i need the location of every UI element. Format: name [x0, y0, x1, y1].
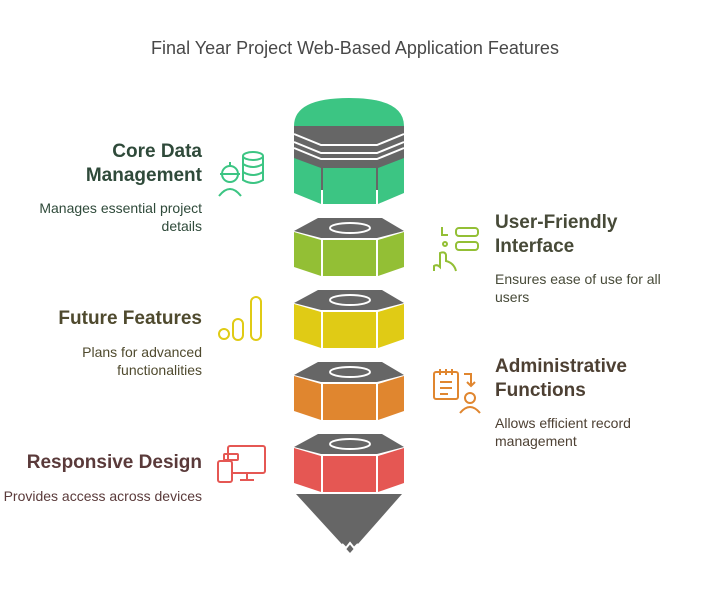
diagram-title: Final Year Project Web-Based Application… — [151, 38, 559, 58]
segment-top — [294, 290, 404, 310]
segment-top — [294, 362, 404, 382]
item-description: Plans for advanced functionalities — [82, 344, 202, 378]
item-heading: User-Friendly Interface — [495, 212, 618, 257]
item-heading: Responsive Design — [26, 452, 202, 473]
pencil-eraser — [293, 98, 405, 204]
segment-hole — [329, 438, 371, 450]
admin-records-icon — [433, 369, 481, 414]
item-description: Allows efficient record management — [495, 415, 631, 449]
segment-front-face — [323, 384, 376, 420]
segment-left-face — [294, 448, 321, 492]
item-heading: Core Data Management — [85, 141, 202, 186]
growth-bars-icon — [218, 296, 262, 341]
segment-right-face — [378, 376, 404, 420]
segment-front-face — [323, 312, 376, 348]
item-description: Ensures ease of use for all users — [495, 271, 661, 305]
segment-right-face — [378, 304, 404, 348]
pencil-segment — [294, 290, 404, 348]
item-heading: Future Features — [58, 308, 202, 329]
item-description: Manages essential project details — [39, 200, 202, 234]
segment-front-face — [323, 240, 376, 276]
segment-right-face — [378, 232, 404, 276]
segment-left-face — [294, 232, 321, 276]
pencil-segment — [294, 218, 404, 276]
segment-hole — [329, 294, 371, 306]
engineer-database-icon — [218, 151, 264, 197]
segment-hole — [329, 222, 371, 234]
segment-left-face — [294, 376, 321, 420]
pencil-tip — [296, 494, 402, 553]
item-heading: Administrative Functions — [495, 356, 627, 401]
pencil-segment — [294, 362, 404, 420]
segment-top — [294, 434, 404, 454]
item-description: Provides access across devices — [3, 488, 202, 504]
devices-icon — [217, 445, 266, 483]
pencil-segment — [294, 434, 404, 492]
segment-hole — [329, 366, 371, 378]
segment-right-face — [378, 448, 404, 492]
segment-front-face — [323, 456, 376, 492]
segment-top — [294, 218, 404, 238]
touch-interface-icon — [433, 227, 479, 272]
segment-left-face — [294, 304, 321, 348]
